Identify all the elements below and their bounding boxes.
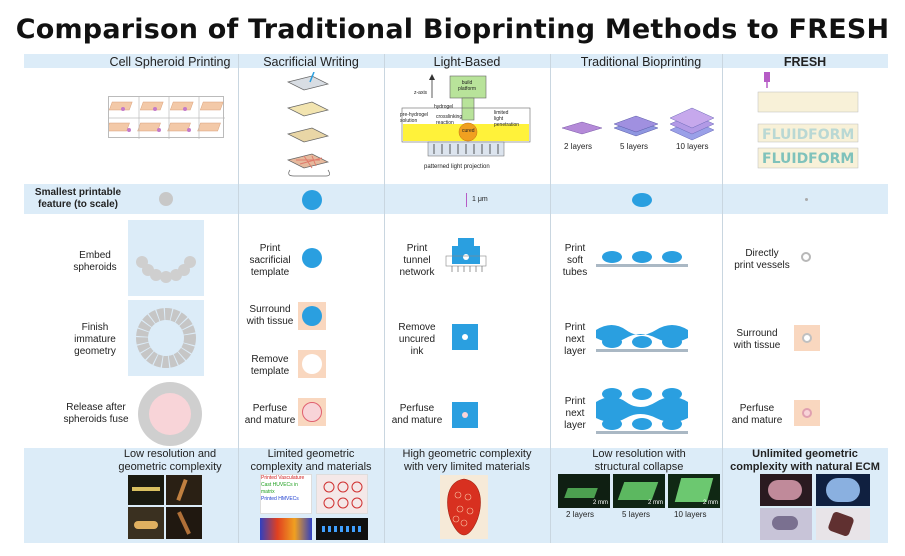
- column-divider: [384, 54, 385, 543]
- trad-bottom-layer-label: 10 layers: [674, 510, 707, 519]
- feature-sacrificial-dot: [302, 190, 322, 210]
- feature-row-band: [24, 184, 888, 214]
- fresh-logo-text: FLUIDFORM: [762, 127, 855, 143]
- light-label-hydrogel: hydrogel: [434, 104, 454, 110]
- trad-bottom-layer-label: 2 layers: [566, 510, 595, 519]
- light-result-photo: [440, 475, 488, 539]
- next-layer-image: [596, 318, 688, 354]
- embed-spheroids-image: [128, 220, 204, 296]
- third-layer-image: [596, 384, 688, 436]
- column-divider: [722, 54, 723, 543]
- fresh-perfuse-square: [794, 400, 820, 426]
- fused-spheroids-image: [134, 380, 206, 448]
- trad-scale-label: 2 mm: [593, 500, 608, 506]
- column-divider: [550, 54, 551, 543]
- trad-top-layer-label: 10 layers: [676, 142, 709, 151]
- fresh-surround-square: [794, 325, 820, 351]
- column-divider: [238, 54, 239, 543]
- light-label-cured: cured: [462, 128, 475, 134]
- column-header-light: Light-Based: [433, 55, 501, 69]
- sacrificial-legend-text: Printed HMVECs: [261, 496, 299, 502]
- spheroid-result-photo: [128, 475, 202, 539]
- feature-spheroid-dot: [159, 192, 173, 206]
- sacrificial-writing-diagram: [282, 71, 334, 178]
- page-title: Comparison of Traditional Bioprinting Me…: [15, 14, 890, 45]
- light-label-zaxis: z-axis: [414, 90, 428, 96]
- sacrificial-surround-square: [298, 302, 326, 330]
- immature-geometry-image: [128, 300, 204, 376]
- sacrificial-legend-text: Cast HUVECs in matrix: [261, 482, 298, 495]
- fresh-logo-text: FLUIDFORM: [762, 151, 855, 167]
- fresh-fluidform-diagram: FLUIDFORM FLUIDFORM: [754, 72, 860, 172]
- trad-scale-label: 2 mm: [703, 500, 718, 506]
- traditional-layers-diagram: 2 layers 5 layers 10 layers: [556, 102, 722, 154]
- column-header-fresh: FRESH: [783, 55, 827, 69]
- trad-scale-label: 2 mm: [648, 500, 663, 506]
- trad-top-layer-label: 2 layers: [564, 142, 593, 151]
- sacrificial-template-dot: [302, 248, 322, 268]
- trad-result-photo: 2 mm 2 mm 2 mm 2 layers 5 layers 10 laye…: [556, 474, 722, 520]
- column-header-sacrificial: Sacrificial Writing: [263, 55, 359, 69]
- fresh-vessel-ring: [801, 252, 811, 262]
- trad-top-layer-label: 5 layers: [620, 142, 649, 151]
- light-label-projection: patterned light projection: [424, 164, 490, 170]
- soft-tubes-image: [596, 248, 688, 270]
- spheroid-printing-diagram: [106, 96, 225, 139]
- feature-fresh-dot: [805, 198, 808, 201]
- feature-traditional-dot: [632, 193, 652, 207]
- column-header-traditional: Traditional Bioprinting: [580, 55, 702, 69]
- sacrificial-result-photo: Printed Vasculature Cast HUVECs in matri…: [260, 474, 368, 540]
- header-band: [24, 54, 888, 68]
- light-perfuse-square: [452, 402, 478, 428]
- sacrificial-legend-text: Printed Vasculature: [261, 475, 305, 481]
- light-remove-square: [452, 324, 478, 350]
- sacrificial-perfuse-square: [298, 398, 326, 426]
- fresh-result-photo: [760, 474, 870, 540]
- column-header-spheroid: Cell Spheroid Printing: [109, 55, 231, 69]
- feature-light-scale-bar: [466, 193, 467, 207]
- trad-bottom-layer-label: 5 layers: [622, 510, 651, 519]
- feature-scale-label: 1 μm: [472, 196, 488, 203]
- sacrificial-remove-square: [298, 350, 326, 378]
- tunnel-network-image: [444, 238, 488, 272]
